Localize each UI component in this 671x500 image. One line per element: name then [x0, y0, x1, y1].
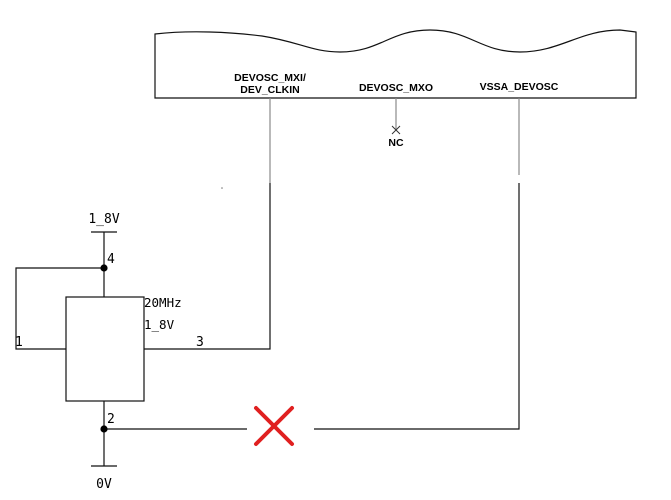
supply-label: 1_8V: [88, 212, 119, 227]
osc-voltage: 1_8V: [144, 317, 175, 332]
oscillator-body: [65, 296, 145, 402]
osc-pin-2: 2: [107, 412, 115, 427]
chip-body: [154, 29, 637, 99]
junction-dot-bottom: [100, 425, 108, 433]
pin-label-clkin: DEV_CLKIN: [240, 84, 300, 96]
clkin-wire-lower: [144, 183, 271, 350]
pin4-loop-wire: [15, 267, 104, 350]
osc-frequency: 20MHz: [144, 295, 182, 310]
osc-pin-1: 1: [15, 335, 23, 350]
no-connect-marker: [391, 125, 401, 135]
ground-label: 0V: [96, 477, 112, 492]
junction-dot-top: [100, 264, 108, 272]
pin-label-mxi: DEVOSC_MXI/: [234, 72, 306, 84]
nc-label: NC: [388, 137, 404, 149]
pin-label-mxo: DEVOSC_MXO: [359, 82, 433, 94]
osc-pin-3: 3: [196, 335, 204, 350]
vssa-wire-lower: [314, 183, 520, 430]
stray-dot: [221, 187, 223, 189]
pin-label-vssa: VSSA_DEVOSC: [480, 81, 559, 93]
osc-pin-4: 4: [107, 252, 115, 267]
cut-cross-mark: [254, 406, 294, 446]
